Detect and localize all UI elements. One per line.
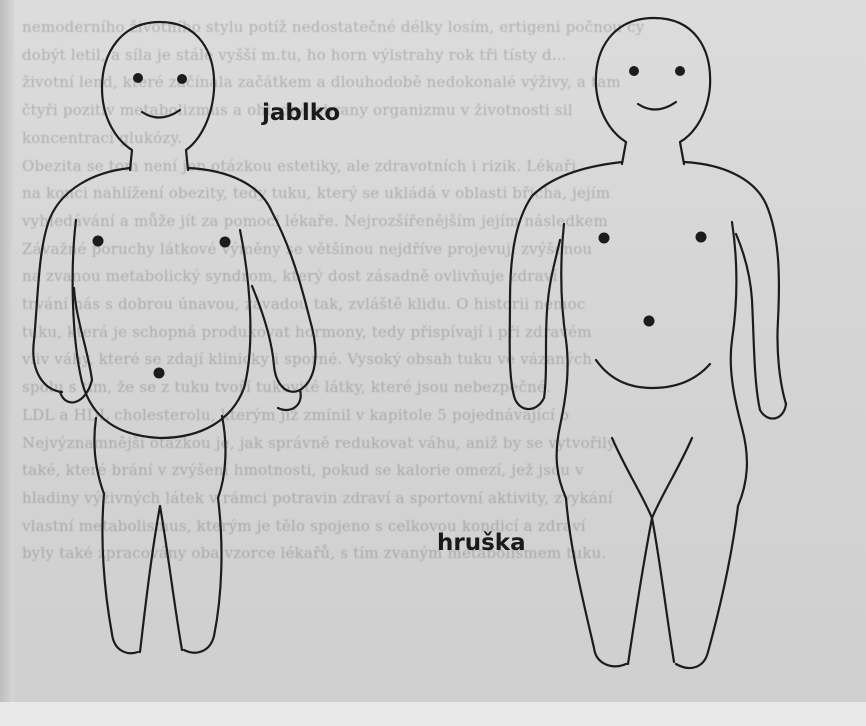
pear-figure-label: hruška [437,530,526,556]
pear-eye-right [675,66,685,76]
apple-leg-right [184,498,221,653]
apple-shoulder-left [33,168,130,392]
pear-leg-inner [628,518,674,664]
apple-navel [154,368,165,379]
pear-nipple-right [696,232,707,243]
apple-mouth [142,110,180,118]
pear-belly [596,360,710,388]
apple-eye-left [133,73,143,83]
pear-torso [557,224,568,498]
apple-nipple-right [220,237,231,248]
pear-shoulder-left [510,162,622,396]
pear-figure [510,18,786,668]
pear-arm-left [514,240,560,409]
pear-eye-left [629,66,639,76]
pear-torso-right [731,222,747,506]
pear-navel [644,316,655,327]
apple-shoulder-right [188,168,315,390]
apple-hand-right [278,390,301,410]
apple-eye-right [177,74,187,84]
apple-torso [73,220,251,438]
apple-figure-label: jablko [262,100,340,126]
apple-leg-inner [140,506,182,652]
pear-head [596,18,710,164]
pear-nipple-left [599,233,610,244]
pear-leg-left [566,498,626,666]
apple-leg-left [102,494,138,653]
apple-head [102,22,214,170]
pear-mouth [638,102,676,110]
pear-crotch [612,438,692,518]
pear-leg-right [676,506,738,668]
pear-shoulder-right [684,162,786,404]
apple-arm-right [252,286,300,392]
page-bottom-margin [0,702,866,726]
apple-nipple-left [93,236,104,247]
